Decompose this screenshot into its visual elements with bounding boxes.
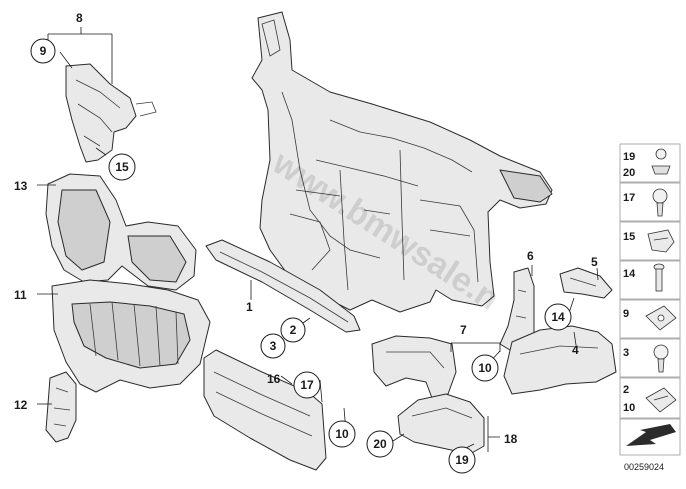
small-parts-legend: 19 20 17 15 14 [619,143,681,472]
circled-callouts: 9 15 2 3 17 10 10 14 20 19 [30,38,572,474]
air-duct-lower [397,393,485,455]
callout-20: 20 [373,437,387,451]
front-panel-frame [251,11,553,313]
callout-9: 9 [40,44,47,58]
callout-14: 14 [551,310,565,324]
part-label-7: 7 [460,323,467,337]
bracket-5 [559,267,613,299]
legend-cell-3: 3 [619,338,681,378]
legend-cell-arrow [619,418,681,456]
callout-10-a: 10 [335,427,349,441]
legend-num-19: 19 [623,151,635,163]
callout-10-b: 10 [478,361,492,375]
legend-cell-19-20: 19 20 [619,143,681,183]
legend-cell-2-10: 2 10 [619,377,681,419]
air-duct-upper-left [65,63,157,163]
legend-num-17: 17 [623,192,635,204]
part-label-16: 16 [267,372,281,386]
legend-num-9: 9 [623,308,629,320]
legend-cell-9: 9 [619,299,681,339]
legend-cell-14: 14 [619,260,681,300]
part-label-6: 6 [527,249,534,263]
part-label-5: 5 [591,255,598,269]
legend-num-15: 15 [623,231,635,243]
document-number: 00259024 [624,462,664,472]
lower-duct-panel [203,349,327,471]
part-label-13: 13 [14,179,28,193]
part-label-4: 4 [572,343,579,357]
screw-icon [653,344,669,373]
legend-num-2: 2 [623,384,629,396]
callout-19: 19 [455,453,469,467]
lower-grille-frame [51,279,211,393]
crossmember-strip [205,239,361,333]
callout-17: 17 [300,378,314,392]
nut-icon [651,148,671,175]
callout-15: 15 [115,160,129,174]
callout-3: 3 [270,339,277,353]
legend-cell-17: 17 [619,182,681,222]
air-duct-right [371,335,457,399]
legend-num-10: 10 [623,402,635,414]
clip-icon [647,229,675,253]
part-number-labels: 8 13 11 12 1 16 7 6 5 4 18 [14,11,598,446]
part-label-1: 1 [246,300,253,314]
direction-arrow-icon [626,424,676,446]
part-label-18: 18 [504,432,518,446]
part-label-12: 12 [14,398,28,412]
part-label-8: 8 [76,11,83,25]
rivet-icon [653,263,665,292]
part-label-11: 11 [14,288,27,302]
bracket-12 [45,371,77,443]
legend-num-20: 20 [623,167,635,179]
grille-bezel [45,173,197,291]
legend-cell-15: 15 [619,221,681,261]
legend-num-14: 14 [623,268,636,280]
clip-nut-icon [645,387,677,413]
callout-2: 2 [290,323,297,337]
legend-num-3: 3 [623,347,629,359]
bolt-icon [652,188,668,217]
spring-nut-icon [645,305,677,331]
